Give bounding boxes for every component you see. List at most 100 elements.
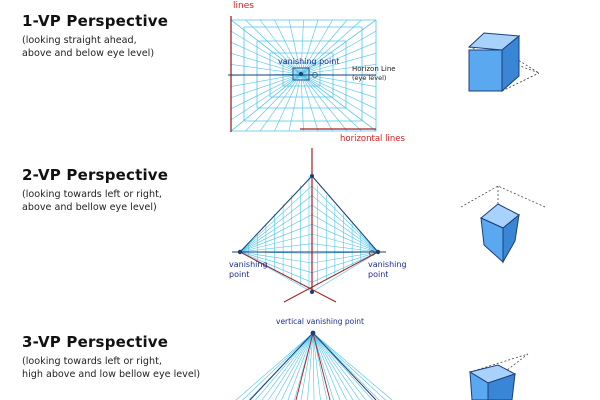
- eye-level-label: (eye level): [352, 74, 386, 82]
- horizon-line-label: Horizon Line: [352, 65, 396, 73]
- three-point-cube: [468, 353, 529, 400]
- grid-line: [230, 41, 302, 75]
- grid-line: [300, 73, 362, 132]
- grid-line: [312, 332, 386, 400]
- grid-line: [300, 53, 377, 75]
- grid-line: [312, 332, 315, 400]
- one-point-cube: [467, 32, 540, 93]
- grid-line: [235, 332, 314, 400]
- grid-line: [312, 332, 377, 400]
- grid-line: [311, 195, 379, 253]
- grid-line: [312, 332, 354, 400]
- grid-line: [242, 332, 314, 400]
- grid-line: [230, 19, 302, 75]
- grid-line: [255, 332, 314, 400]
- grid-line: [300, 64, 377, 75]
- section-desc-2vp-line2: above and bellow eye level): [22, 202, 157, 213]
- two-vp-top-point: [310, 174, 314, 178]
- eye-marker: [312, 72, 318, 78]
- lines-label: lines: [233, 1, 254, 11]
- grid-line: [230, 73, 302, 121]
- grid-line: [312, 332, 328, 400]
- grid-line: [230, 53, 302, 75]
- grid-line: [295, 332, 314, 400]
- vanishing-point-dot: [299, 72, 303, 76]
- grid-line: [300, 41, 377, 75]
- grid-line: [312, 332, 367, 400]
- grid-line: [274, 19, 302, 75]
- vertical-vp-dot: [310, 330, 316, 336]
- section-title-1vp: 1-VP Perspective: [22, 12, 169, 30]
- two-point-grid: [232, 175, 386, 293]
- two-vp-left-point: [237, 249, 243, 255]
- grid-line: [230, 30, 302, 75]
- grid-line: [259, 19, 302, 75]
- grid-line: [311, 175, 379, 253]
- grid-line: [239, 185, 313, 253]
- grid-line: [300, 73, 377, 121]
- grid-line: [239, 251, 313, 283]
- grid-line: [312, 332, 341, 400]
- grid-line: [300, 19, 333, 75]
- grid-line: [300, 73, 304, 132]
- grid-line: [300, 19, 362, 75]
- section-desc-1vp-line1: (looking straight ahead,: [22, 35, 137, 46]
- grid-line: [312, 332, 360, 400]
- vertical-vp-label: vertical vanishing point: [276, 317, 364, 326]
- grid-line: [274, 332, 314, 400]
- left-vp-label-line2: point: [229, 270, 249, 279]
- grid-line: [245, 73, 302, 132]
- left-vp-label-line1: vanishing: [229, 260, 268, 269]
- grid-line: [300, 19, 348, 75]
- grid-line: [259, 73, 302, 132]
- grid-line: [300, 73, 333, 132]
- grid-line: [239, 204, 313, 253]
- grid-line: [281, 332, 314, 400]
- grid-line: [239, 214, 313, 253]
- grid-line: [239, 195, 313, 253]
- two-vp-right-point: [375, 249, 381, 255]
- horizontal-lines-label: horizontal lines: [340, 134, 405, 144]
- section-desc-2vp-line1: (looking towards left or right,: [22, 189, 162, 200]
- grid-line: [300, 73, 377, 132]
- grid-line: [300, 73, 319, 132]
- grid-line: [261, 332, 314, 400]
- grid-line: [300, 73, 377, 87]
- grid-line: [300, 19, 304, 75]
- grid-line: [288, 19, 302, 75]
- section-desc-3vp-line2: high above and low bellow eye level): [22, 369, 201, 380]
- grid-line: [311, 224, 379, 253]
- grid-line: [311, 204, 379, 253]
- grid-line: [311, 185, 379, 253]
- grid-line: [312, 332, 321, 400]
- grid-line: [312, 332, 347, 400]
- grid-line: [312, 332, 393, 400]
- grid-line: [311, 251, 379, 273]
- vanishing-point-box: [292, 67, 310, 81]
- grid-line: [274, 73, 302, 132]
- grid-line: [287, 332, 314, 400]
- section-title-3vp: 3-VP Perspective: [22, 333, 169, 351]
- grid-line: [230, 73, 302, 98]
- grid-line: [311, 251, 379, 293]
- right-vp-label-line2: point: [368, 270, 388, 279]
- grid-line: [239, 224, 313, 253]
- two-vp-bottom-right-edge: [283, 251, 379, 303]
- grid-line: [300, 19, 377, 75]
- grid-line: [230, 73, 302, 132]
- grid-line: [268, 332, 314, 400]
- vanishing-point-label: vanishing point: [278, 57, 339, 66]
- grid-line: [245, 19, 302, 75]
- grid-line: [230, 73, 302, 87]
- section-title-2vp: 2-VP Perspective: [22, 166, 169, 184]
- grid-line: [239, 233, 313, 253]
- grid-line: [311, 251, 379, 264]
- grid-line: [300, 19, 319, 75]
- grid-line: [312, 332, 331, 400]
- grid-line: [311, 233, 379, 253]
- grid-line: [300, 30, 377, 75]
- two-vp-bottom-point: [310, 290, 314, 294]
- right-vp-label-line1: vanishing: [368, 260, 407, 269]
- grid-line: [311, 243, 379, 253]
